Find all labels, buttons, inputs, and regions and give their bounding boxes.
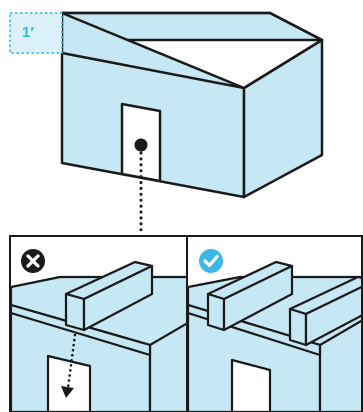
right-joist-2-side <box>304 286 361 347</box>
incorrect-panel <box>11 249 186 412</box>
dimension-indicator: 1′ <box>9 12 63 54</box>
left-joist-side <box>82 264 154 332</box>
house-roof-edge <box>62 11 324 90</box>
right-side-wall <box>318 319 361 412</box>
dimension-label: 1′ <box>22 24 34 41</box>
house-band-line <box>61 51 245 90</box>
blocked-path-arrowhead <box>61 386 74 398</box>
left-access-opening <box>46 354 92 412</box>
incorrect-badge <box>21 249 45 273</box>
left-joist-front <box>64 292 86 332</box>
right-joist-1-front <box>206 292 226 332</box>
comparison-panels <box>9 235 363 412</box>
correct-badge <box>199 249 223 273</box>
dimension-box <box>9 12 63 54</box>
blocked-path-dotted-line <box>66 333 77 390</box>
check-icon <box>203 254 219 268</box>
left-side-wall <box>148 322 186 412</box>
right-access-opening <box>230 358 272 412</box>
x-icon <box>26 254 40 268</box>
access-hole-marker <box>134 138 148 152</box>
correct-badge-circle <box>199 249 223 273</box>
right-joist-2-front <box>288 307 308 347</box>
house-illustration <box>60 11 324 199</box>
right-joist-1-side <box>222 264 294 332</box>
correct-panel <box>188 249 361 412</box>
